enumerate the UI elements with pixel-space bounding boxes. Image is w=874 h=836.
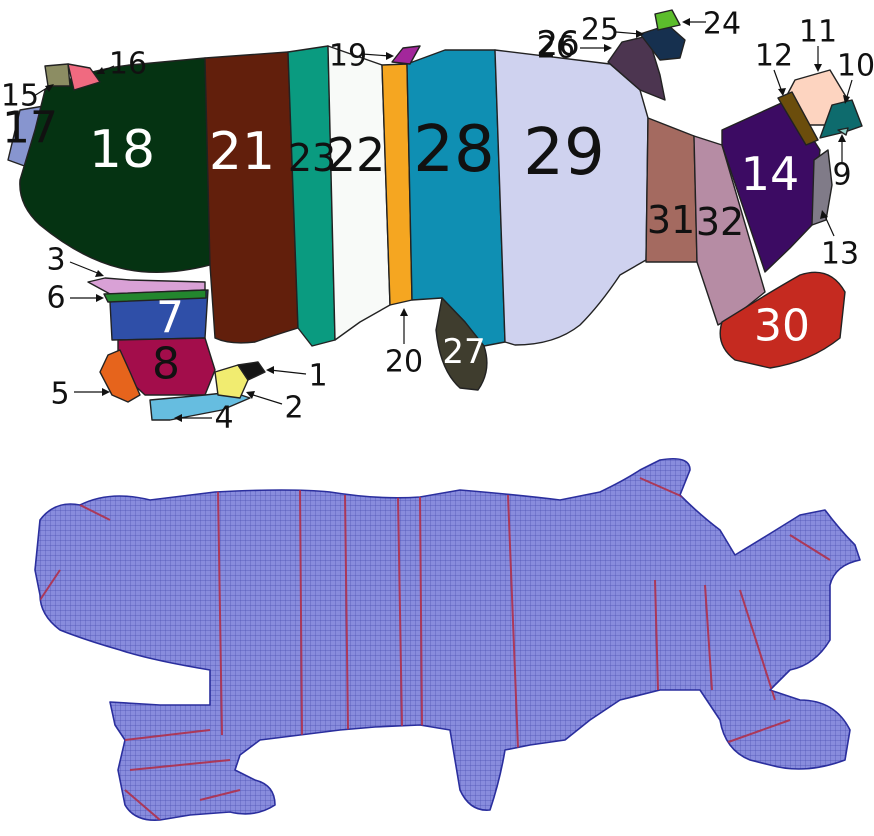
callout-12: 12 xyxy=(755,39,793,97)
mesh-grid xyxy=(0,440,874,836)
svg-text:13: 13 xyxy=(821,237,859,272)
svg-text:19: 19 xyxy=(329,39,367,74)
callout-20: 20 xyxy=(385,308,423,380)
label-30: 30 xyxy=(754,301,810,352)
svg-text:11: 11 xyxy=(799,15,837,50)
label-8: 8 xyxy=(152,339,180,390)
callout-5: 5 xyxy=(50,377,110,412)
region-28 xyxy=(407,50,505,346)
svg-text:6: 6 xyxy=(46,281,65,316)
svg-text:16: 16 xyxy=(109,47,147,82)
callout-11: 11 xyxy=(799,15,837,73)
svg-text:2: 2 xyxy=(284,391,303,426)
region-15 xyxy=(45,64,70,86)
label-18: 18 xyxy=(89,120,155,180)
top-panel: 18 21 23 22 28 29 31 32 14 30 27 7 8 17 … xyxy=(1,7,874,436)
label-27: 27 xyxy=(442,332,485,372)
bottom-panel-mesh xyxy=(0,440,874,836)
svg-text:1: 1 xyxy=(308,359,327,394)
callout-24: 24 xyxy=(682,7,741,42)
callout-9: 9 xyxy=(832,134,851,193)
label-21: 21 xyxy=(209,122,275,182)
label-31: 31 xyxy=(647,198,695,242)
svg-text:4: 4 xyxy=(214,401,233,436)
svg-text:5: 5 xyxy=(50,377,69,412)
svg-text:26: 26 xyxy=(537,31,575,66)
label-22: 22 xyxy=(327,128,386,182)
svg-text:24: 24 xyxy=(703,7,741,42)
svg-text:9: 9 xyxy=(832,158,851,193)
svg-text:12: 12 xyxy=(755,39,793,74)
label-7: 7 xyxy=(156,293,184,344)
svg-text:10: 10 xyxy=(837,49,874,84)
svg-text:3: 3 xyxy=(46,243,65,278)
svg-text:15: 15 xyxy=(1,79,39,114)
callout-2: 2 xyxy=(246,391,304,426)
region-21 xyxy=(205,52,298,343)
callout-1: 1 xyxy=(266,359,328,394)
svg-text:25: 25 xyxy=(581,13,619,48)
region-22 xyxy=(328,46,390,340)
label-28: 28 xyxy=(413,113,494,187)
label-29: 29 xyxy=(523,116,604,190)
region-29 xyxy=(495,50,648,345)
region-24 xyxy=(655,10,680,30)
label-14: 14 xyxy=(741,147,800,201)
callout-13: 13 xyxy=(820,210,859,272)
svg-text:20: 20 xyxy=(385,345,423,380)
label-32: 32 xyxy=(696,200,744,244)
